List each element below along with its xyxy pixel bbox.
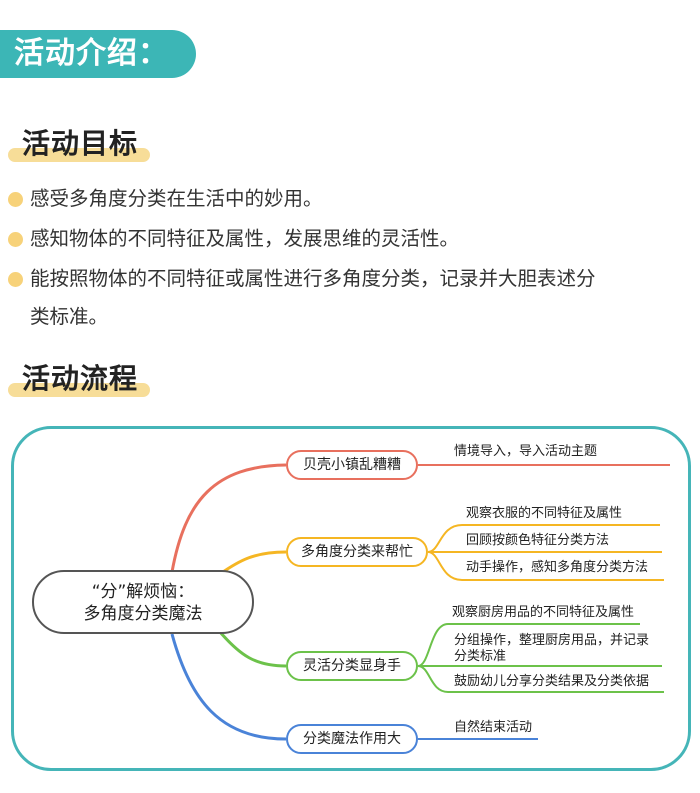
leaf-text: 观察衣服的不同特征及属性 [466,506,623,521]
goal-item: 感知物体的不同特征及属性，发展思维的灵活性。 [8,220,688,258]
goal-item: 能按照物体的不同特征或属性进行多角度分类，记录并大胆表述分类标准。 [8,260,688,336]
goals-heading: 活动目标 [8,122,151,162]
leaf-text: 自然结束活动 [454,720,533,735]
branch-node-2: 多角度分类来帮忙 [286,537,428,567]
mindmap-frame [11,426,691,771]
leaf-text: 鼓励幼儿分享分类结果及分类依据 [454,674,650,689]
leaf-text: 分组操作，整理厨房用品，并记录 [454,633,650,648]
leaf-text: 分类标准 [454,649,507,664]
branch-node-3: 灵活分类显身手 [286,651,418,681]
bullet-dot-icon [8,232,23,247]
bullet-dot-icon [8,272,23,287]
leaf-text: 回顾按颜色特征分类方法 [466,533,610,548]
mindmap-center-node: “分”解烦恼： 多角度分类魔法 [32,570,254,634]
process-heading: 活动流程 [8,357,151,397]
bullet-dot-icon [8,192,23,207]
branch-node-4: 分类魔法作用大 [286,724,418,754]
goal-item: 感受多角度分类在生活中的妙用。 [8,180,688,218]
page-title: 活动介绍： [0,30,196,78]
leaf-text: 情境导入，导入活动主题 [454,444,598,459]
leaf-text: 动手操作，感知多角度分类方法 [466,560,649,575]
branch-node-1: 贝壳小镇乱糟糟 [286,450,418,480]
leaf-text: 观察厨房用品的不同特征及属性 [452,605,635,620]
